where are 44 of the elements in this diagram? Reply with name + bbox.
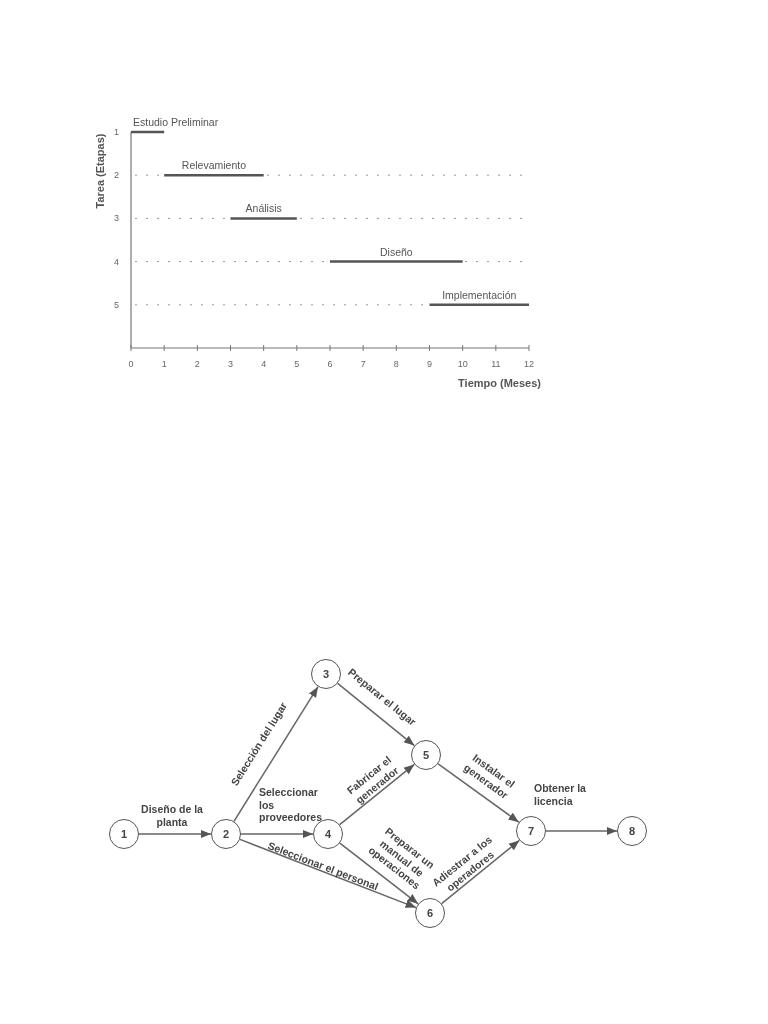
x-tick-label: 12 [524, 359, 534, 369]
task-label: Relevamiento [181, 159, 246, 172]
y-tick-label: 4 [114, 256, 119, 267]
y-axis-title: Tarea (Etapas) [94, 133, 106, 209]
event-circle: 1 [109, 819, 139, 849]
y-tick-label: 3 [114, 213, 119, 224]
activity-arrow [138, 829, 212, 839]
x-tick-label: 11 [491, 359, 501, 369]
event-circle: 6 [415, 898, 445, 928]
activity-arrow [545, 826, 618, 836]
event-circle: 5 [411, 740, 441, 770]
x-tick-label: 4 [261, 359, 267, 369]
y-tick-label: 1 [114, 127, 119, 137]
x-tick-label: 0 [128, 359, 134, 369]
activity-arrow [233, 685, 319, 823]
event-circle: 2 [211, 819, 241, 849]
task-label: Análisis [245, 202, 282, 215]
activity-arrow [240, 829, 314, 839]
y-tick-label: 2 [114, 170, 119, 181]
task-label: Implementación [442, 288, 517, 301]
activity-arrow [239, 838, 417, 909]
activity-arrow [440, 839, 521, 905]
x-tick-label: 5 [294, 359, 300, 369]
x-tick-label: 6 [327, 359, 333, 369]
activity-arrow [338, 763, 416, 826]
event-circle: 3 [311, 659, 341, 689]
activity-arrow [339, 842, 419, 905]
x-tick-label: 3 [228, 359, 233, 369]
x-tick-label: 8 [393, 359, 399, 369]
x-axis-title: Tiempo (Meses) [458, 377, 541, 389]
x-tick-label: 10 [457, 359, 468, 369]
task-label: Estudio Preliminar [133, 116, 219, 128]
event-circle: 7 [516, 816, 546, 846]
event-circle: 8 [617, 816, 647, 846]
activity-label: Obtener la licencia [534, 782, 587, 808]
x-tick-label: 2 [194, 359, 200, 369]
x-tick-label: 1 [161, 359, 167, 369]
activity-arrow [437, 763, 520, 823]
task-label: Diseño [380, 245, 413, 258]
activity-arrow [336, 682, 416, 747]
y-tick-label: 5 [114, 299, 119, 310]
x-tick-label: 9 [427, 359, 432, 369]
activity-label: Diseño de la planta [140, 803, 204, 829]
x-tick-label: 7 [360, 359, 366, 369]
